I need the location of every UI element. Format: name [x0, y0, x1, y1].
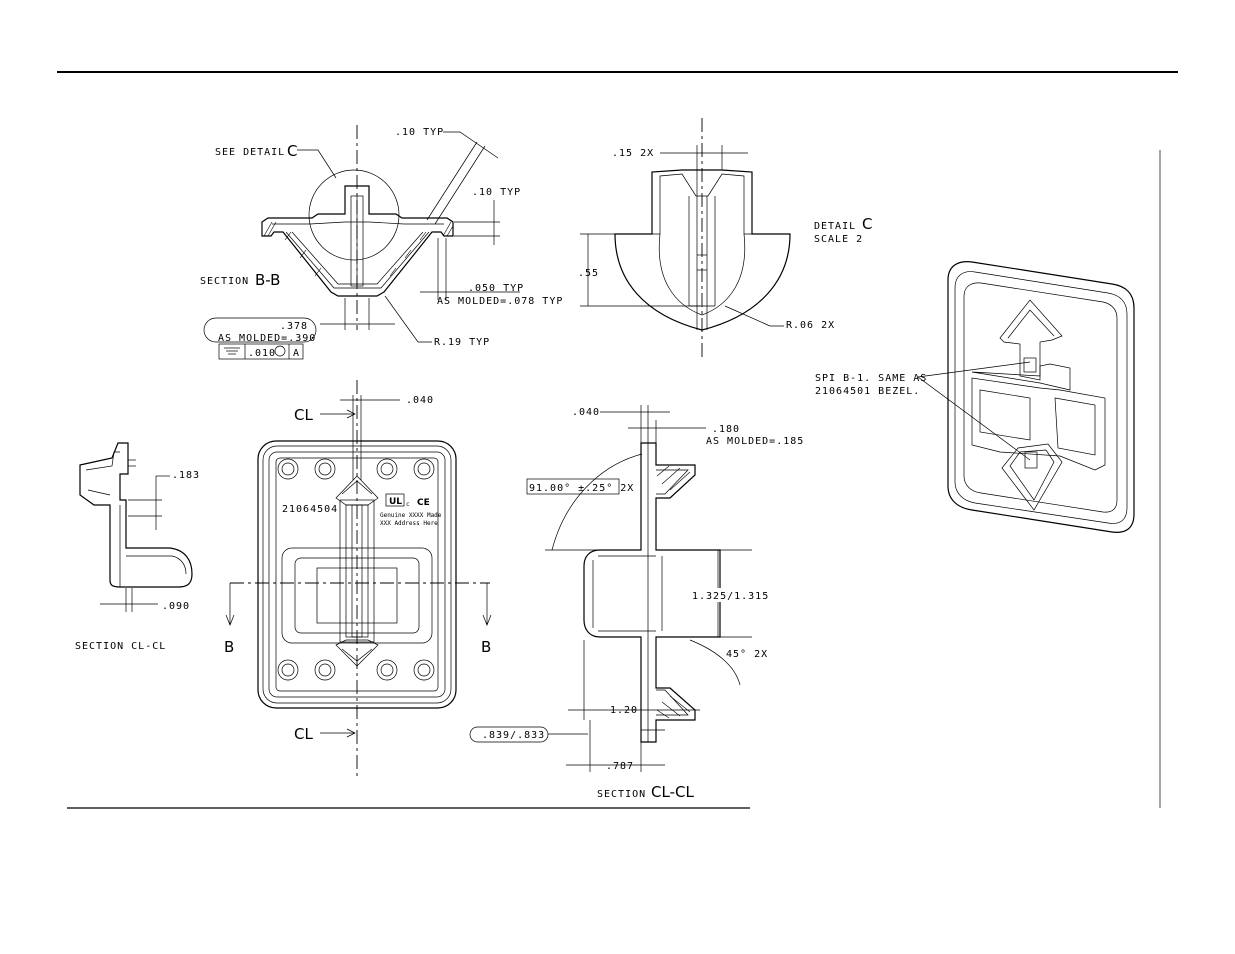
dim-120: 1.20: [610, 705, 638, 716]
dim-10-typ-side: .10 TYP: [472, 187, 521, 198]
dim-1325: 1.325/1.315: [692, 591, 769, 602]
section-b-right-label: B: [481, 638, 491, 656]
ul-mark-icon: UL: [385, 493, 405, 507]
mark-ul-suffix: c: [406, 501, 410, 508]
dim-040-front: .040: [406, 395, 434, 406]
section-arrow-left-icon: [225, 583, 235, 626]
dim-787: .787: [606, 761, 634, 772]
part-number: 21064504: [282, 504, 338, 515]
section-cl-left-title: SECTION CL-CL: [75, 641, 166, 652]
dim-839: .839/.833: [482, 730, 545, 741]
r19-typ: R.19 TYP: [434, 337, 490, 348]
r06-2x: R.06 2X: [786, 320, 835, 331]
dim-378-callout: [203, 317, 317, 343]
section-b-left-label: B: [224, 638, 234, 656]
section-cl-right-prefix: SECTION: [597, 789, 646, 800]
flatness-symbol-icon: [224, 347, 240, 355]
mark-line2: XXX Address Here: [380, 520, 438, 527]
dim-15-2x: .15 2X: [612, 148, 654, 159]
section-b-b-view: SEE DETAIL C .10 TYP .10 TYP .050 TYP AS…: [200, 125, 563, 360]
section-cl-right-view: .040 .180 AS MOLDED=.185 91.00° ±.25° 2X…: [469, 405, 804, 801]
isometric-view: SPI B-1. SAME AS 21064501 BEZEL.: [815, 261, 1135, 533]
dim-050-typ: .050 TYP: [468, 283, 524, 294]
gdt-value: .010: [248, 348, 276, 359]
dim-183: .183: [172, 470, 200, 481]
lmc-modifier-icon: [274, 345, 286, 357]
mark-ce: CE: [417, 498, 430, 508]
dim-as-molded-390: AS MOLDED=.390: [218, 333, 316, 344]
gdt-datum: A: [293, 348, 300, 359]
dim-378: .378: [280, 321, 308, 332]
dim-040-right: .040: [572, 407, 600, 418]
section-b-b-letters: B-B: [255, 271, 280, 289]
front-view: B B CL CL .040: [224, 380, 492, 778]
section-cl-left-view: .183 .090 SECTION CL-CL: [75, 442, 200, 652]
dim-090: .090: [162, 601, 190, 612]
svg-text:UL: UL: [389, 497, 402, 507]
dim-839-callout: [469, 726, 549, 743]
section-cl-right-letters: CL-CL: [651, 783, 694, 801]
dim-10-typ-top: .10 TYP: [395, 127, 444, 138]
iso-note-line1: SPI B-1. SAME AS: [815, 373, 927, 384]
see-detail-letter: C: [287, 142, 297, 160]
iso-note-line2: 21064501 BEZEL.: [815, 386, 920, 397]
section-b-b-prefix: SECTION: [200, 276, 249, 287]
dim-180: .180: [712, 424, 740, 435]
cl-bottom-label: CL: [294, 725, 313, 743]
detail-c-scale: SCALE 2: [814, 234, 863, 245]
dim-55: .55: [578, 268, 599, 279]
detail-c-view: .15 2X .55 R.06 2X DETAIL C SCALE 2: [578, 118, 872, 360]
detail-c-circle: [308, 169, 400, 261]
dim-as-molded-078: AS MOLDED=.078 TYP: [437, 296, 563, 307]
dim-angle-45: 45° 2X: [726, 649, 768, 660]
dim-as-molded-185: AS MOLDED=.185: [706, 436, 804, 447]
detail-c-prefix: DETAIL: [814, 221, 856, 232]
gdt-frame: [218, 343, 304, 360]
see-detail-label: SEE DETAIL: [215, 147, 285, 158]
section-arrow-right-icon: [482, 583, 492, 626]
cl-top-label: CL: [294, 406, 313, 424]
mark-line1: Genuine XXXX Made: [380, 512, 442, 519]
dim-angle-91: 91.00° ±.25° 2X: [529, 483, 634, 494]
detail-c-letter: C: [862, 215, 872, 233]
